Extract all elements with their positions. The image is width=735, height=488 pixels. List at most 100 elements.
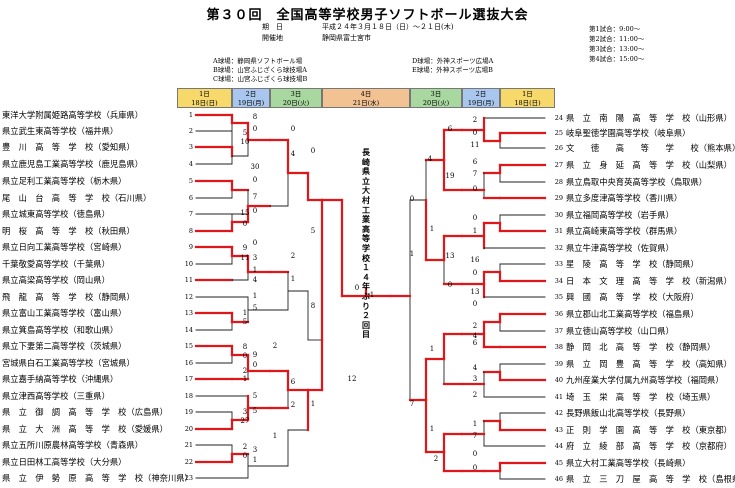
match-score: 2: [433, 455, 439, 463]
left-team-21: 県立五所川原農林高等学校（青森県）: [2, 440, 144, 450]
match-score: 1: [310, 400, 316, 408]
match-score: 1: [242, 309, 248, 317]
right-team-number: 26: [554, 144, 563, 152]
match-score: 9: [252, 351, 258, 359]
venue-a: A球場：静岡県ソフトボール場: [213, 57, 303, 65]
left-team-number: 15: [184, 342, 193, 350]
right-team-number: 34: [554, 277, 563, 285]
match-score: 5: [310, 227, 316, 235]
left-team-2: 県立武生東高等学校（福井県）: [2, 126, 119, 136]
right-team-number: 31: [554, 227, 563, 235]
city-value: 静岡県富士宮市: [322, 34, 371, 42]
match-score: 0: [252, 125, 258, 133]
left-team-7: 県立城東高等学校（徳島県）: [2, 209, 110, 219]
right-team-19: 長野県飯山北高等学校（長野県）: [566, 408, 691, 418]
city-label: 開催地: [262, 34, 283, 42]
left-team-number: 19: [184, 408, 193, 416]
match-score: 0: [472, 214, 478, 222]
left-team-19: 県 立 御 調 高 等 学 校（広島県）: [2, 407, 168, 417]
right-team-2: 岐阜聖徳学園高等学校（岐阜県）: [566, 128, 691, 138]
match-score: 8: [242, 343, 248, 351]
match-score: 11: [240, 254, 250, 262]
match-score: 0: [242, 352, 248, 360]
left-team-number: 9: [188, 243, 193, 251]
left-team-number: 12: [184, 293, 193, 301]
venue-b: B球場：山宮ふじざくら球技場A: [213, 66, 307, 74]
right-team-number: 25: [554, 129, 563, 137]
match-score: 2: [472, 391, 478, 399]
period-value: 平成２４年３月１８日（日）～２１日(木): [322, 23, 454, 31]
match-score: 7: [252, 193, 258, 201]
match-score: 1: [252, 266, 258, 274]
right-team-6: 県立多度津高等学校（香川県）: [566, 193, 683, 203]
left-team-4: 県立鹿児島工業高等学校（鹿児島県）: [2, 159, 144, 169]
match-score: 1: [290, 275, 296, 283]
right-team-number: 27: [554, 161, 563, 169]
right-team-number: 42: [554, 409, 563, 417]
match-score: 10: [240, 138, 250, 146]
venue-c: C球場：山宮ふじざくら球技場B: [213, 75, 308, 83]
left-team-16: 宮城県白石工業高等学校（宮城県）: [2, 358, 135, 368]
match-score: 7: [472, 170, 478, 178]
match-score: 2: [290, 252, 296, 260]
right-team-number: 43: [554, 426, 563, 434]
left-team-15: 県立下妻第二高等学校（茨城県）: [2, 341, 127, 351]
match-score: 2: [290, 401, 296, 409]
right-team-13: 県立郡山北工業高等学校（福島県）: [566, 309, 699, 319]
right-team-10: 星 陵 高 等 学 校（静岡県）: [566, 259, 699, 269]
left-team-1: 東洋大学附属姫路高等学校（兵庫県）: [2, 110, 144, 120]
match-score: 5: [242, 129, 248, 137]
match-score: 13: [445, 252, 455, 260]
right-team-number: 38: [554, 343, 563, 351]
match-score: 1: [242, 375, 248, 383]
match-score: 4: [427, 155, 433, 163]
left-team-number: 14: [184, 326, 193, 334]
left-team-number: 5: [188, 177, 193, 185]
right-team-number: 28: [554, 178, 563, 186]
left-team-number: 23: [184, 474, 193, 482]
left-team-12: 飛 龍 高 等 学 校（静岡県）: [2, 292, 135, 302]
match-score: 8: [252, 113, 258, 121]
venue-d: D球場：外神スポーツ広場A: [412, 57, 494, 65]
right-team-number: 37: [554, 327, 563, 335]
left-team-18: 県立津西高等学校（三重県）: [2, 391, 110, 401]
schedule-game-2: 第2試合：11:00～: [589, 35, 645, 43]
match-score: 1: [429, 425, 435, 433]
match-score: 0: [472, 129, 478, 137]
match-score: 5: [242, 318, 248, 326]
right-team-20: 正 則 学 園 高 等 学 校（東京都）: [566, 425, 732, 435]
match-score: 0: [472, 464, 478, 472]
left-team-number: 6: [188, 194, 193, 202]
match-score: 1: [272, 432, 278, 440]
left-team-number: 2: [188, 127, 193, 135]
right-team-number: 46: [554, 475, 563, 483]
match-score: 6: [290, 378, 296, 386]
right-team-number: 45: [554, 459, 563, 467]
match-score: 0: [252, 239, 258, 247]
page-title: 第３０回 全国高等学校男子ソフトボール選抜大会: [206, 8, 529, 23]
left-team-number: 3: [188, 143, 193, 151]
left-team-5: 県立足利工業高等学校（栃木県）: [2, 176, 127, 186]
match-score: 7: [409, 400, 415, 408]
match-score: 1: [409, 250, 415, 258]
match-score: 1: [252, 456, 258, 464]
match-score: 0: [409, 195, 415, 203]
venue-e: E球場：外神スポーツ広場B: [412, 66, 493, 74]
right-team-4: 県 立 身 延 高 等 学 校（山梨県）: [566, 160, 732, 170]
match-score: 12: [347, 375, 357, 383]
right-team-11: 日 本 文 理 高 等 学 校（新潟県）: [566, 276, 732, 286]
match-score: 0: [472, 300, 478, 308]
match-score: 0: [310, 147, 316, 155]
right-team-number: 30: [554, 211, 563, 219]
match-score: 1: [472, 420, 478, 428]
match-score: 2: [272, 342, 278, 350]
match-score: 1: [252, 292, 258, 300]
left-team-13: 県立富山工業高等学校（富山県）: [2, 308, 127, 318]
right-team-number: 24: [554, 114, 563, 122]
match-score: 2: [472, 116, 478, 124]
